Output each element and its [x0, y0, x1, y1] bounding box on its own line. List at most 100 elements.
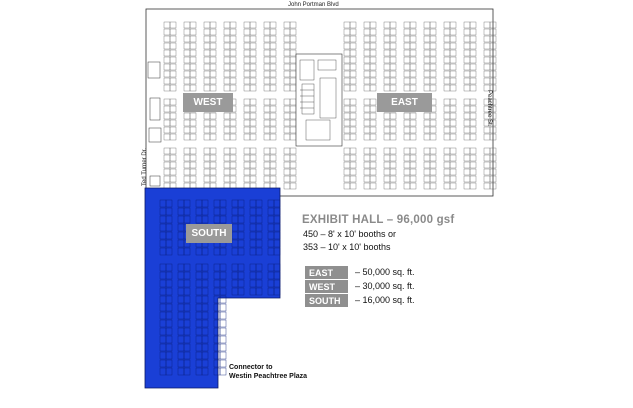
booth — [201, 287, 209, 296]
booth — [409, 56, 417, 64]
booth — [183, 319, 191, 328]
booth — [249, 147, 257, 155]
booth — [219, 215, 227, 224]
booth — [349, 84, 357, 92]
booth — [269, 147, 277, 155]
booth — [183, 279, 191, 288]
booth — [289, 161, 297, 169]
booth — [237, 287, 245, 296]
hall-label-east: EAST — [377, 93, 432, 112]
booth — [469, 84, 477, 92]
booth — [369, 161, 377, 169]
booth — [429, 133, 437, 141]
booth — [369, 77, 377, 85]
booth — [183, 263, 191, 272]
booth — [449, 175, 457, 183]
booth — [165, 295, 173, 304]
booth — [201, 351, 209, 360]
booth — [229, 42, 237, 50]
booth — [183, 287, 191, 296]
booth — [229, 147, 237, 155]
booth — [165, 319, 173, 328]
booth — [273, 263, 281, 272]
booth — [273, 247, 281, 256]
booth — [369, 98, 377, 106]
booth — [389, 175, 397, 183]
booth — [469, 35, 477, 43]
booth — [449, 133, 457, 141]
booth — [209, 42, 217, 50]
booth — [369, 154, 377, 162]
booth — [449, 126, 457, 134]
booth — [469, 182, 477, 190]
booth — [429, 84, 437, 92]
booth — [429, 63, 437, 71]
booth — [269, 168, 277, 176]
booth — [201, 359, 209, 368]
booth — [409, 28, 417, 36]
booth — [389, 84, 397, 92]
booth — [209, 112, 217, 120]
booth — [429, 182, 437, 190]
booth — [489, 161, 497, 169]
booth — [249, 119, 257, 127]
booth — [369, 49, 377, 57]
booth — [249, 133, 257, 141]
booth — [269, 175, 277, 183]
booth — [273, 279, 281, 288]
booth — [409, 63, 417, 71]
booth — [273, 199, 281, 208]
booth — [469, 147, 477, 155]
booth — [269, 21, 277, 29]
booth — [369, 168, 377, 176]
booth — [449, 84, 457, 92]
booth — [183, 295, 191, 304]
booth — [273, 287, 281, 296]
booth — [469, 56, 477, 64]
booth — [189, 70, 197, 78]
booth — [189, 147, 197, 155]
booth — [219, 279, 227, 288]
booth — [249, 154, 257, 162]
booth — [201, 271, 209, 280]
booth — [489, 154, 497, 162]
booth — [449, 98, 457, 106]
booth — [269, 119, 277, 127]
booth — [183, 343, 191, 352]
booth — [209, 154, 217, 162]
booth — [449, 28, 457, 36]
booth — [269, 49, 277, 57]
booth — [389, 161, 397, 169]
booth — [183, 327, 191, 336]
booth — [201, 199, 209, 208]
booth — [489, 182, 497, 190]
booth — [449, 42, 457, 50]
booth — [249, 49, 257, 57]
booth — [429, 147, 437, 155]
booth — [409, 35, 417, 43]
booth — [389, 154, 397, 162]
booth — [289, 168, 297, 176]
booth — [389, 56, 397, 64]
service-core — [295, 53, 343, 147]
booth — [249, 42, 257, 50]
booth — [201, 367, 209, 376]
booth — [183, 359, 191, 368]
booth — [349, 147, 357, 155]
booth — [219, 311, 227, 320]
booth — [449, 112, 457, 120]
booth — [201, 327, 209, 336]
booth — [269, 28, 277, 36]
booth — [469, 154, 477, 162]
booth — [209, 77, 217, 85]
booth — [369, 182, 377, 190]
booth — [289, 175, 297, 183]
legend-area-east: – 50,000 sq. ft. — [355, 267, 415, 277]
booth — [209, 126, 217, 134]
street-label-west: Ted Turner Dr. — [142, 148, 148, 187]
booth — [489, 168, 497, 176]
booth — [229, 77, 237, 85]
booth — [219, 263, 227, 272]
booth — [169, 77, 177, 85]
